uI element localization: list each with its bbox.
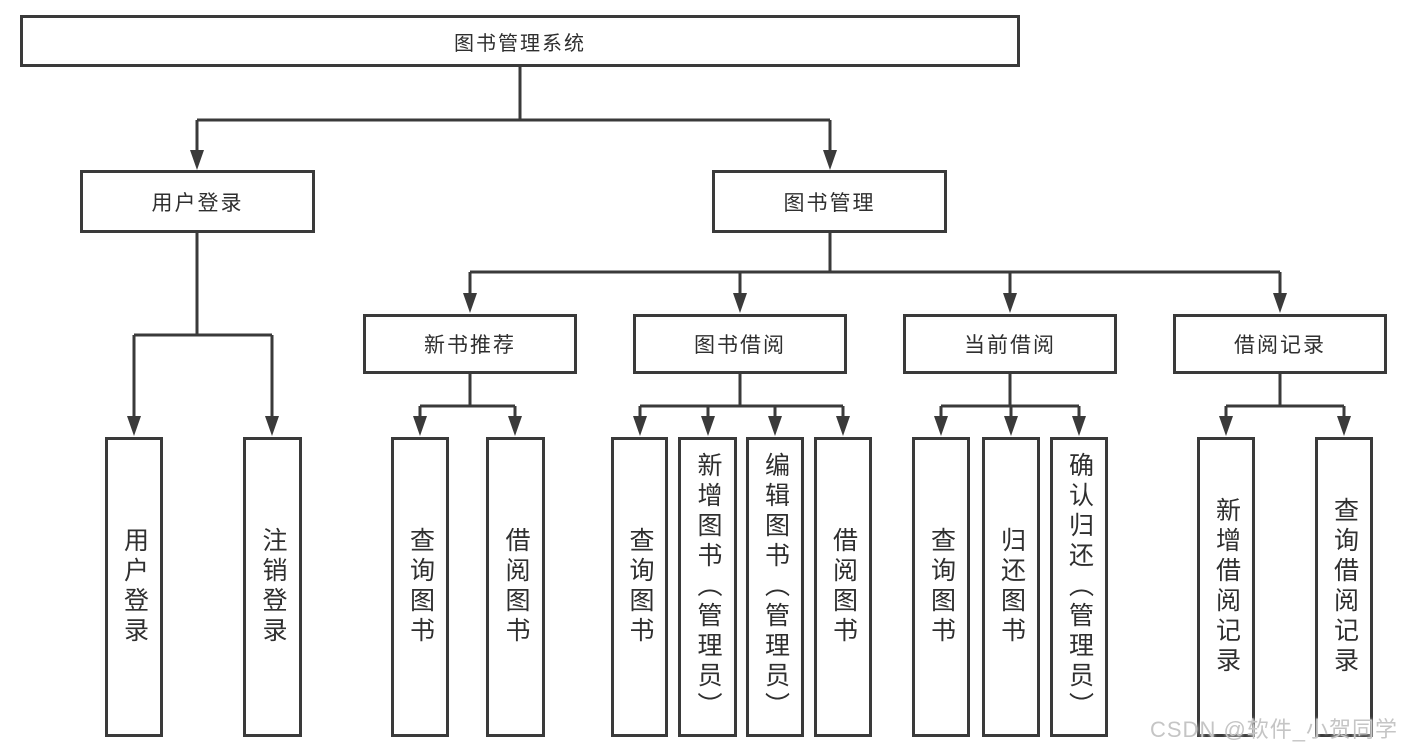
node-borrow-records: 借阅记录 [1173,314,1387,374]
csdn-watermark: CSDN @软件_小贺同学 [1150,717,1399,742]
connector-borrow-records-to-leaves [1219,374,1351,436]
leaf-logout: 注销登录 [243,437,302,737]
leaf-add-borrow-record: 新增借阅记录 [1197,437,1255,737]
node-book-borrow: 图书借阅 [633,314,847,374]
leaf-confirm-return-admin: 确认归还（管理员） [1050,437,1108,737]
connector-book-borrow-to-leaves [633,374,850,436]
leaf-return-books: 归还图书 [982,437,1040,737]
connector-book-management-to-level3 [463,233,1287,313]
node-user-login: 用户登录 [80,170,315,233]
node-library-management-system: 图书管理系统 [20,15,1020,67]
node-current-borrow: 当前借阅 [903,314,1117,374]
leaf-borrow-books-recommend: 借阅图书 [486,437,545,737]
connector-user-login-to-leaves [127,233,279,436]
node-book-management: 图书管理 [712,170,947,233]
leaf-borrow-books: 借阅图书 [814,437,872,737]
leaf-user-login: 用户登录 [105,437,163,737]
leaf-query-books-recommend: 查询图书 [391,437,449,737]
leaf-query-books-borrow: 查询图书 [611,437,668,737]
leaf-edit-books-admin: 编辑图书（管理员） [746,437,804,737]
leaf-query-borrow-record: 查询借阅记录 [1315,437,1373,737]
leaf-query-books-current: 查询图书 [912,437,970,737]
connector-new-book-recommend-to-leaves [413,374,522,436]
connector-current-borrow-to-leaves [934,374,1086,436]
node-new-book-recommend: 新书推荐 [363,314,577,374]
connector-root-to-level2 [190,67,837,170]
leaf-add-books-admin: 新增图书（管理员） [678,437,737,737]
